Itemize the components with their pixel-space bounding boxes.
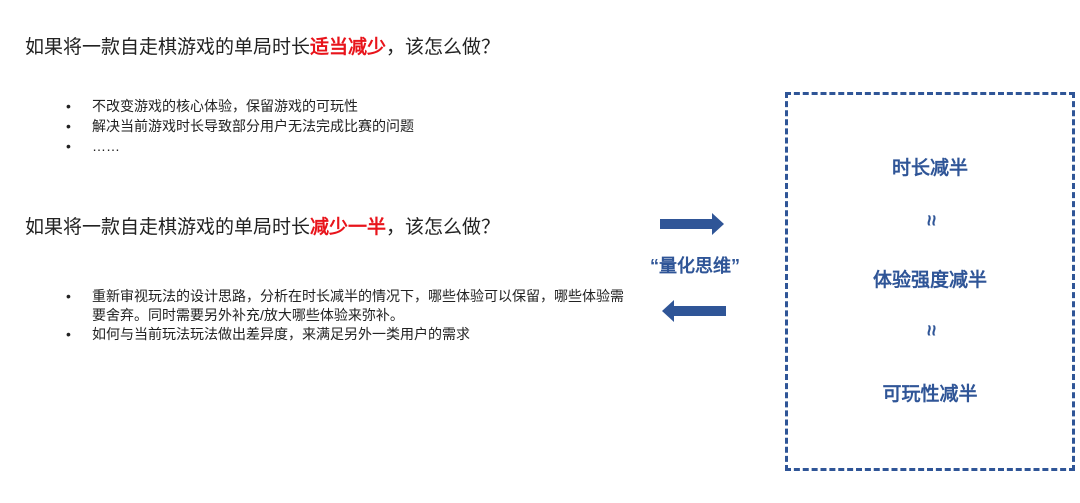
question-2-highlight: 减少一半 (310, 217, 387, 238)
box-item-playability: 可玩性减半 (882, 384, 978, 405)
question-2-prefix: 如果将一款自走棋游戏的单局时长 (25, 217, 311, 238)
list-item: 不改变游戏的核心体验，保留游戏的可玩性 (66, 96, 586, 116)
question-2: 如果将一款自走棋游戏的单局时长减少一半，该怎么做？ (25, 212, 500, 239)
approx-icon: ≈ (919, 215, 942, 226)
question-1: 如果将一款自走棋游戏的单局时长适当减少，该怎么做？ (25, 32, 500, 59)
right-arrow-icon (660, 213, 724, 235)
question-1-suffix: ，该怎么做？ (386, 37, 501, 58)
approx-icon: ≈ (919, 325, 942, 336)
question-1-highlight: 适当减少 (310, 37, 387, 58)
question-2-suffix: ，该怎么做？ (386, 217, 501, 238)
bullet-list-1: 不改变游戏的核心体验，保留游戏的可玩性 解决当前游戏时长导致部分用户无法完成比赛… (66, 96, 586, 156)
list-item: …… (66, 136, 586, 156)
box-item-duration: 时长减半 (891, 158, 968, 179)
quantitative-thinking-label: “量化思维” (650, 256, 740, 276)
list-item: 如何与当前玩法玩法做出差异度，来满足另外一类用户的需求 (66, 325, 626, 344)
bullet-list-2: 重新审视玩法的设计思路，分析在时长减半的情况下，哪些体验可以保留，哪些体验需要舍… (66, 287, 626, 344)
equivalence-box: 时长减半 ≈ 体验强度减半 ≈ 可玩性减半 (785, 92, 1075, 471)
box-item-intensity: 体验强度减半 (872, 270, 987, 291)
list-item: 解决当前游戏时长导致部分用户无法完成比赛的问题 (66, 116, 586, 136)
left-arrow-icon (662, 300, 726, 322)
list-item: 重新审视玩法的设计思路，分析在时长减半的情况下，哪些体验可以保留，哪些体验需要舍… (66, 287, 626, 325)
question-1-prefix: 如果将一款自走棋游戏的单局时长 (25, 37, 311, 58)
